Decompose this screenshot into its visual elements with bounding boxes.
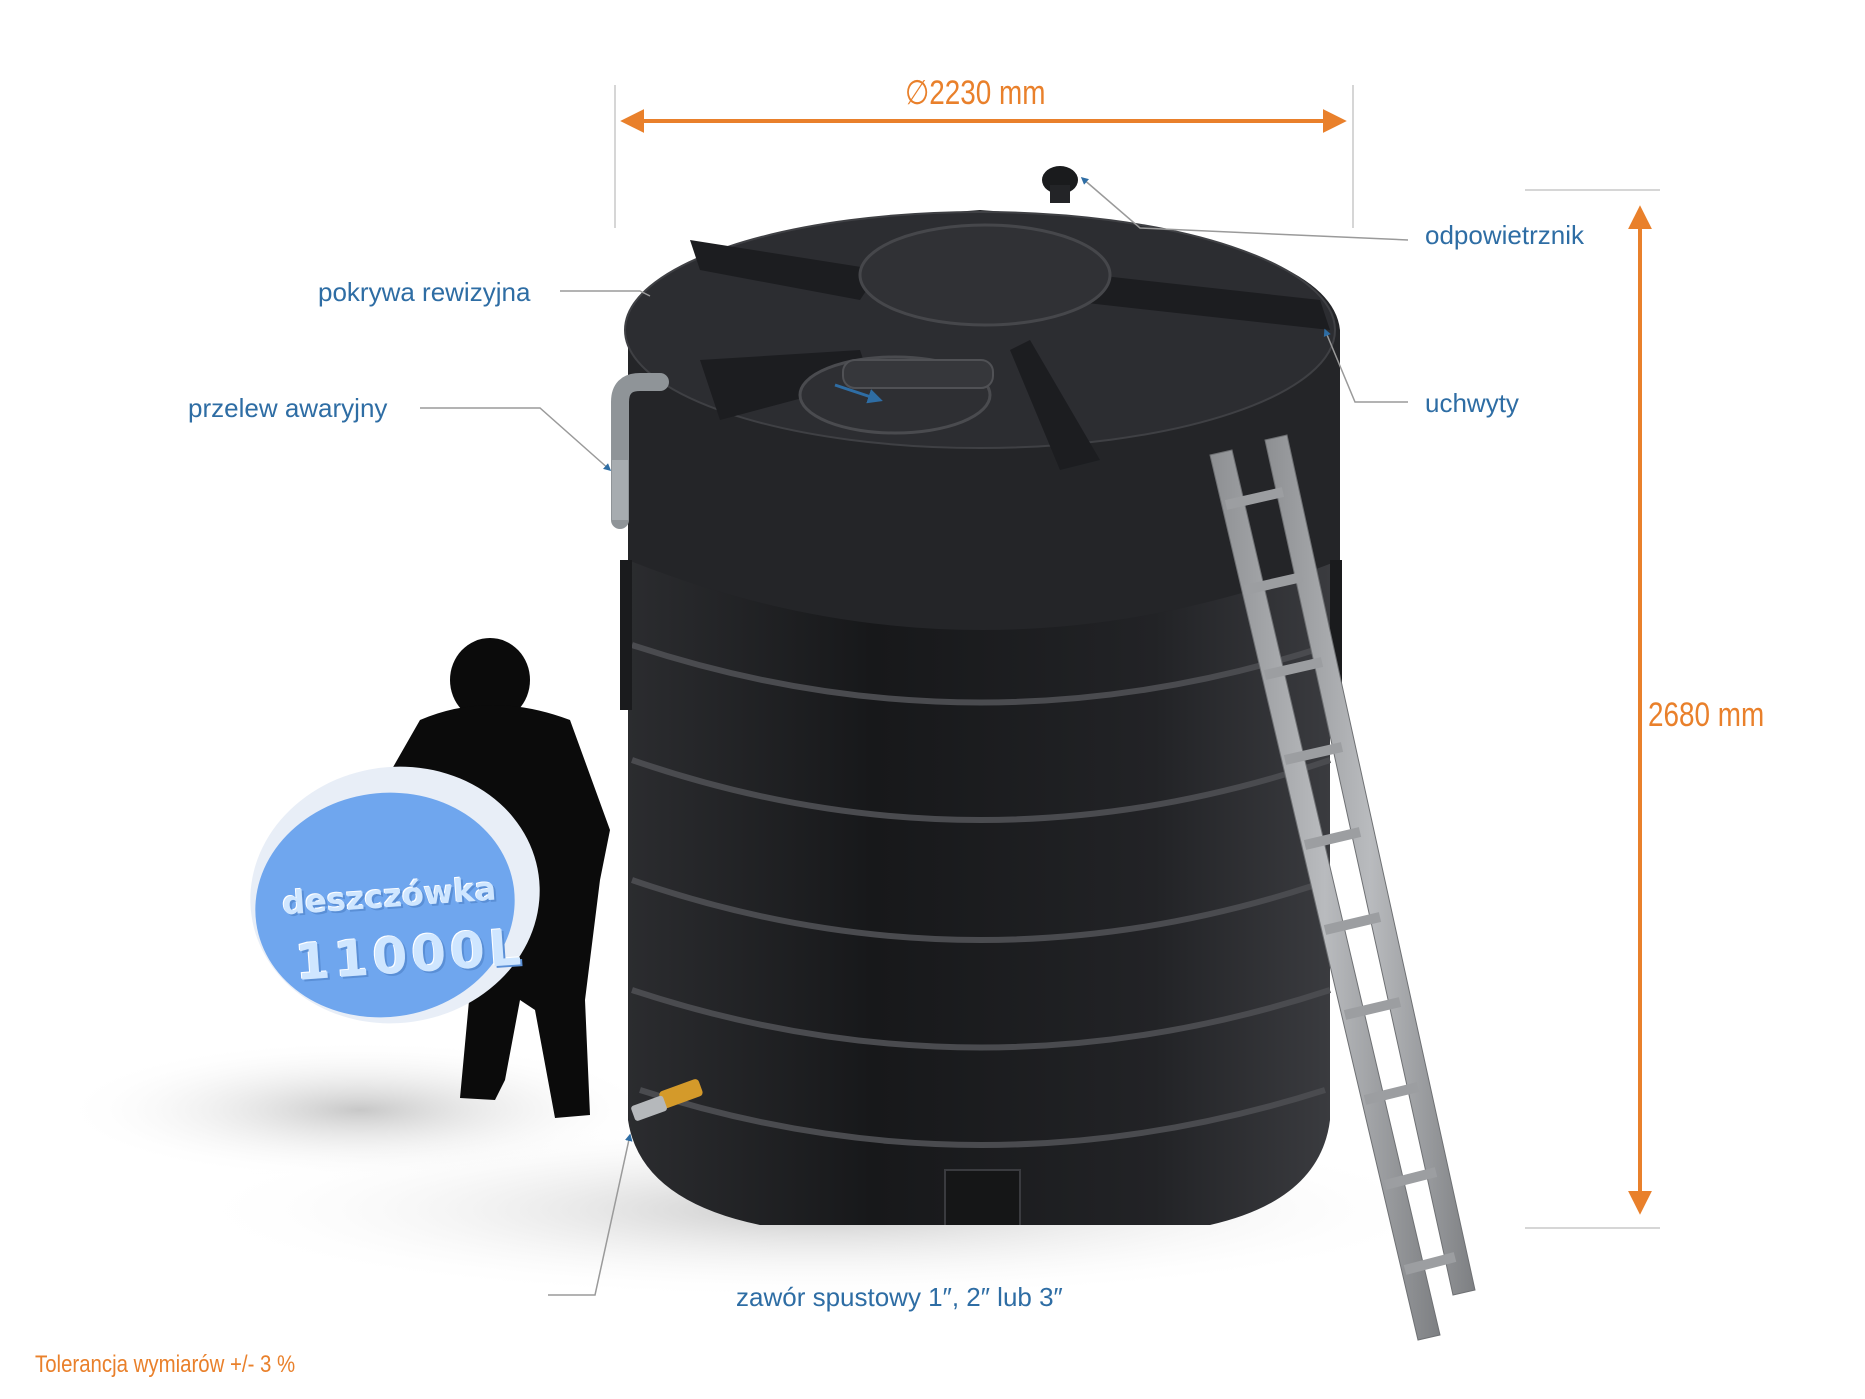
roof-rib xyxy=(1050,270,1330,330)
roof-rib xyxy=(1010,340,1100,470)
tank-rib xyxy=(631,877,1331,943)
drain-valve xyxy=(631,1079,703,1121)
person-shadow xyxy=(60,1040,660,1180)
leader-drain-valve xyxy=(548,1133,633,1296)
ladder xyxy=(1209,434,1476,1341)
leader-vent xyxy=(1080,177,1409,241)
callout-vent: odpowietrznik xyxy=(1425,220,1584,250)
leader-handles xyxy=(1323,328,1408,403)
leader-overflow xyxy=(420,407,612,471)
tank-rib xyxy=(631,757,1331,823)
badge-disc xyxy=(250,766,540,1024)
tank-rib xyxy=(639,1087,1326,1148)
tank xyxy=(620,166,1342,1225)
tank-body xyxy=(628,560,1330,1225)
overflow-pipe-segment xyxy=(612,460,628,520)
callout-drain-valve: zawór spustowy 1″, 2″ lub 3″ xyxy=(736,1282,1063,1312)
tank-rib xyxy=(631,987,1331,1051)
callout-overflow: przelew awaryjny xyxy=(188,393,388,423)
central-lid xyxy=(858,223,1112,327)
side-bracket-left xyxy=(620,560,632,710)
callout-inspection-cover: pokrywa rewizyjna xyxy=(318,277,531,307)
tank-rib xyxy=(631,642,1331,706)
height-label: 2680 mm xyxy=(1648,696,1765,734)
roof-rib xyxy=(690,240,880,300)
diameter-label: ∅2230 mm xyxy=(905,74,1046,112)
tolerance-note: Tolerancja wymiarów +/- 3 % xyxy=(35,1351,296,1378)
base-cutout xyxy=(944,1169,1021,1225)
overflow-pipe xyxy=(611,373,669,529)
callout-handles: uchwyty xyxy=(1425,388,1519,418)
leader-inspection-cover xyxy=(560,290,651,297)
inspection-cover-handle xyxy=(842,359,994,389)
pointer-inspection-cover xyxy=(834,383,883,404)
vent-base xyxy=(1050,185,1070,203)
badge-capacity: 11000L xyxy=(293,918,527,992)
